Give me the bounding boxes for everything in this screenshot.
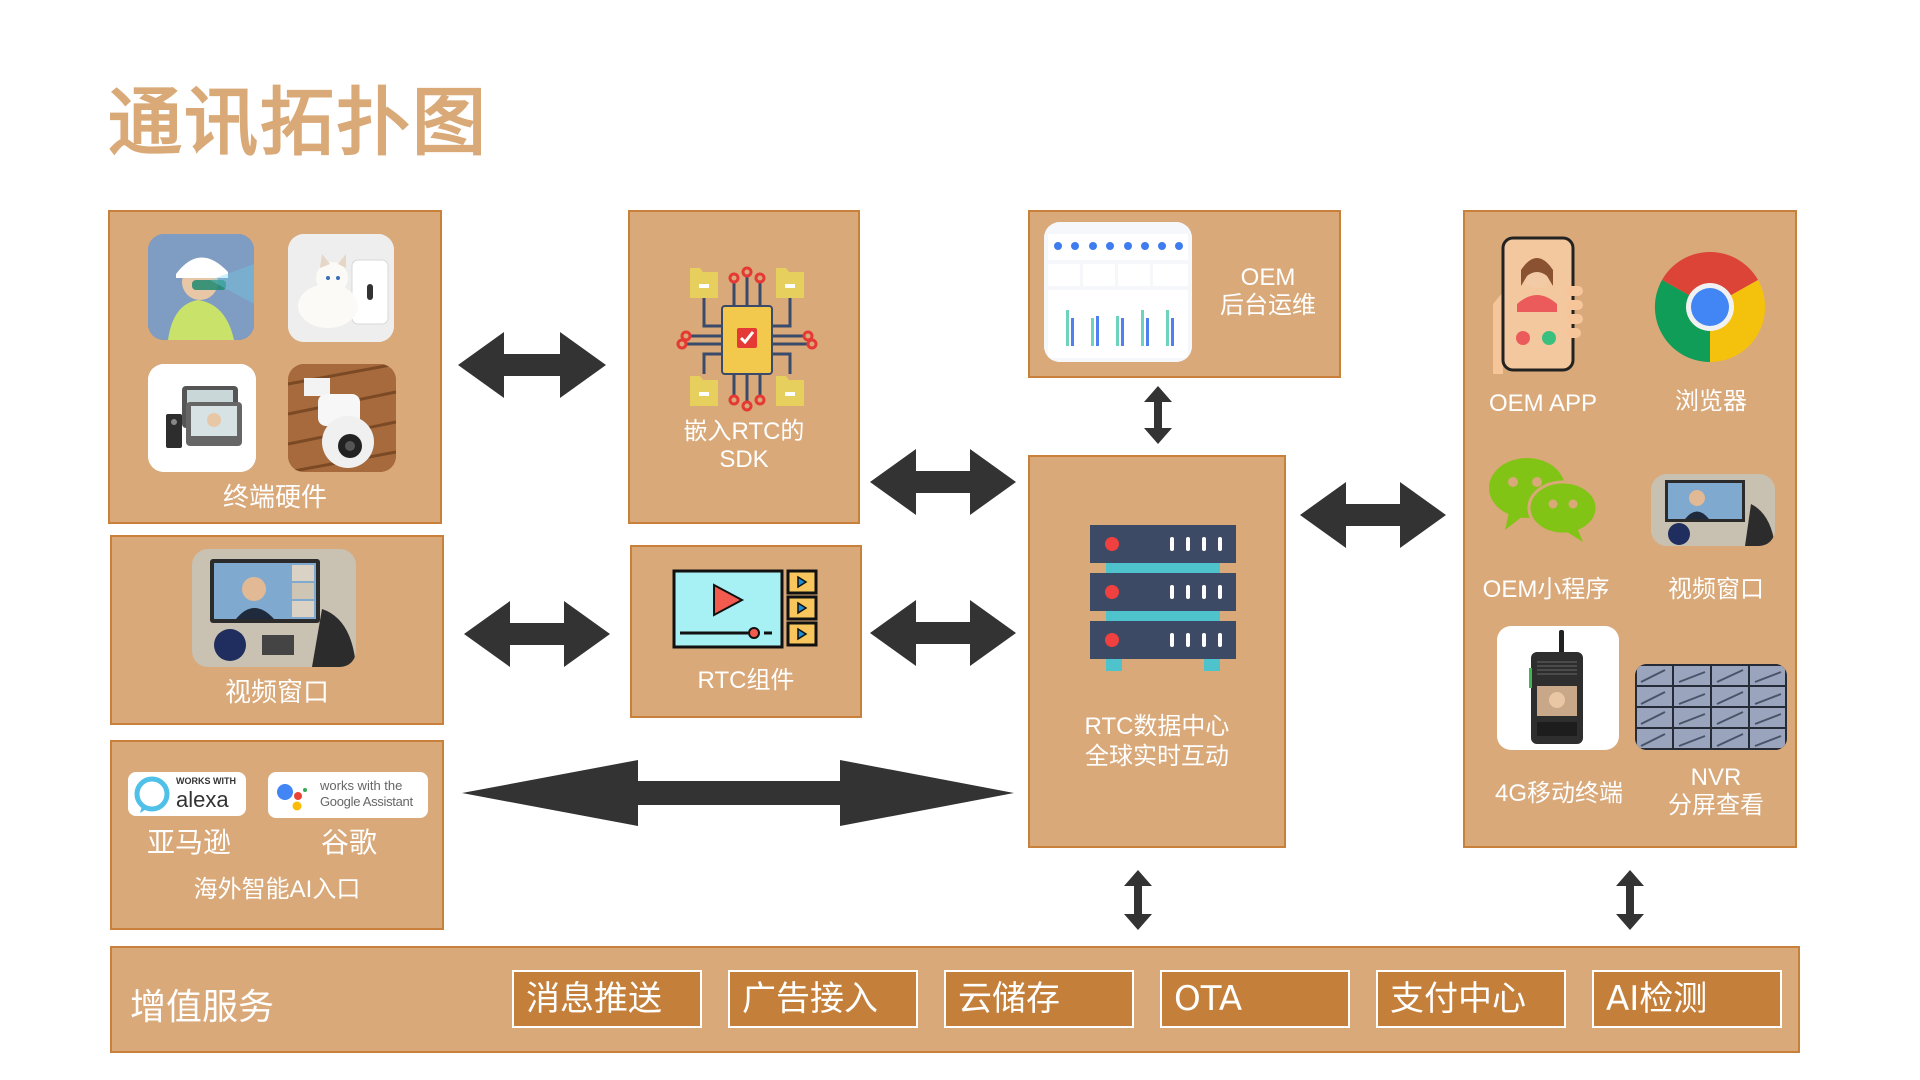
sdk-label-line1: 嵌入RTC的 [683,418,805,445]
value-added-services-bar: 增值服务 消息推送 广告接入 云储存 OTA 支付中心 AI检测 [110,946,1800,1053]
alexa-badge-top-text: WORKS WITH [176,776,236,786]
phone-video-call-icon [1493,236,1583,374]
node-clients[interactable]: OEM APP 浏览器 OEM小程序 视频窗口 [1463,210,1797,848]
service-cloud-storage[interactable]: 云储存 [944,970,1134,1028]
node-sdk[interactable]: 嵌入RTC的 SDK [628,210,860,524]
arrow-datacenter-services [1124,870,1152,930]
client-nvr-label-line1: NVR [1690,764,1742,791]
node-video-window-left[interactable]: 视频窗口 [110,535,444,725]
node-oem-backend[interactable]: OEM 后台运维 [1028,210,1341,378]
security-camera-image [288,364,396,472]
service-message-push[interactable]: 消息推送 [512,970,702,1028]
client-video-window-label: 视频窗口 [1668,576,1764,603]
4g-terminal-image [1497,626,1619,750]
video-player-icon [672,569,818,649]
service-payment-center[interactable]: 支付中心 [1376,970,1566,1028]
video-intercom-image [148,364,256,472]
client-4g-terminal-label: 4G移动终端 [1494,780,1623,807]
rtc-datacenter-label-line2: 全球实时互动 [1085,743,1229,770]
terminal-hardware-label: 终端硬件 [222,482,327,512]
chrome-browser-icon [1654,251,1766,363]
client-oem-app-label: OEM APP [1488,390,1598,417]
arrow-oem-backend-datacenter [1144,386,1172,444]
arrow-terminal-sdk [458,332,606,398]
ai-entry-label: 海外智能AI入口 [193,876,361,903]
pet-feeder-image [288,234,394,342]
oem-backend-label-line2: 后台运维 [1220,292,1316,319]
client-mini-program-label: OEM小程序 [1482,576,1610,603]
arrow-rtc-component-datacenter [870,600,1016,666]
google-badge-line1: works with the [320,778,403,793]
client-video-window-image [1651,474,1775,546]
video-window-left-label: 视频窗口 [224,677,329,707]
nvr-split-screen-image [1635,664,1787,750]
arrow-clients-services [1616,870,1644,930]
service-ai-detection[interactable]: AI检测 [1592,970,1782,1028]
client-nvr-label-line2: 分屏查看 [1668,792,1764,819]
alexa-badge-main-text: alexa [176,787,229,812]
google-label: 谷歌 [320,827,377,858]
node-ai-entry[interactable]: WORKS WITH alexa works with the Google A… [110,740,444,930]
video-conference-image [192,549,356,667]
google-assistant-icon [277,784,307,811]
arrow-video-window-rtc-component [464,601,610,667]
oem-backend-label-line1: OEM [1240,264,1296,291]
amazon-label: 亚马逊 [146,827,231,858]
dashboard-screenshot-image [1044,222,1192,362]
arrow-datacenter-clients [1300,482,1446,548]
server-rack-icon [1090,525,1236,671]
node-terminal-hardware[interactable]: 终端硬件 [108,210,442,524]
arrow-ai-entry-datacenter [462,760,1014,826]
value-added-title: 增值服务 [130,987,275,1028]
google-badge-line2: Google Assistant [320,794,413,809]
client-browser-label: 浏览器 [1675,388,1747,415]
google-assistant-badge: works with the Google Assistant [268,772,428,818]
circuit-chip-icon [676,266,818,412]
rtc-component-label: RTC组件 [697,667,795,694]
service-ad-integration[interactable]: 广告接入 [728,970,918,1028]
rtc-datacenter-label-line1: RTC数据中心 [1084,713,1230,740]
node-rtc-datacenter[interactable]: RTC数据中心 全球实时互动 [1028,455,1286,848]
sdk-label-line2: SDK [719,446,769,473]
service-ota[interactable]: OTA [1160,970,1350,1028]
smart-glasses-worker-image [148,234,254,340]
wechat-icon [1489,458,1599,542]
arrow-sdk-datacenter [870,449,1016,515]
node-rtc-component[interactable]: RTC组件 [630,545,862,718]
alexa-icon [134,776,170,813]
page-title: 通讯拓扑图 [108,80,488,166]
alexa-badge: WORKS WITH alexa [128,772,246,816]
